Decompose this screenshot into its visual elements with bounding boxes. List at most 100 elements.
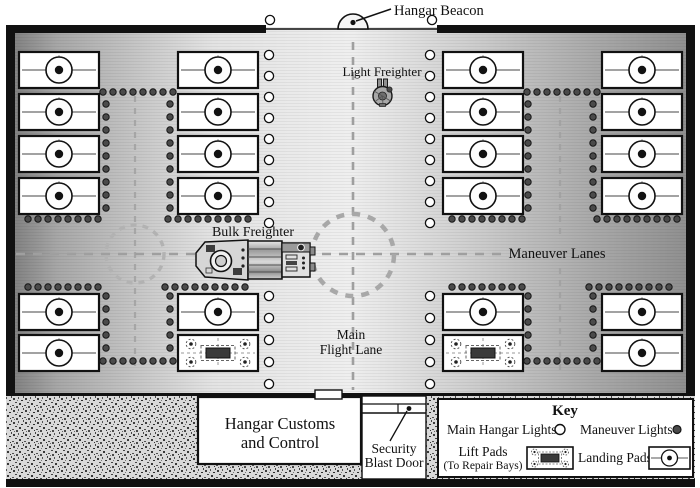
main-hangar-light xyxy=(263,91,275,103)
security-label-line1: Security xyxy=(372,441,417,456)
maneuver-light xyxy=(498,215,506,223)
maneuver-light xyxy=(524,126,532,134)
main-hangar-light xyxy=(263,334,275,346)
maneuver-light xyxy=(102,126,110,134)
security-corridor: Security Blast Door xyxy=(361,395,427,480)
maneuver-light xyxy=(663,215,671,223)
main-hangar-light xyxy=(424,217,436,229)
main-hangar-light xyxy=(263,312,275,324)
landing-pad xyxy=(176,92,260,132)
maneuver-light xyxy=(524,331,532,339)
maneuver-light xyxy=(635,283,643,291)
maneuver-light xyxy=(99,357,107,365)
maneuver-light xyxy=(589,331,597,339)
customs-door xyxy=(314,389,343,400)
maneuver-light xyxy=(44,215,52,223)
main-hangar-light xyxy=(426,14,438,26)
maneuver-light xyxy=(166,331,174,339)
maneuver-light xyxy=(524,100,532,108)
maneuver-light xyxy=(102,318,110,326)
hangar-beacon-group: Hangar Beacon xyxy=(337,3,485,30)
main-hangar-light xyxy=(424,49,436,61)
maneuver-light xyxy=(613,215,621,223)
maneuver-light xyxy=(645,283,653,291)
landing-pad xyxy=(17,292,101,332)
landing-pad xyxy=(17,92,101,132)
maneuver-light xyxy=(129,357,137,365)
security-door-pointer xyxy=(389,410,408,442)
maneuver-light xyxy=(102,305,110,313)
maneuver-light xyxy=(524,152,532,160)
maneuver-light xyxy=(166,165,174,173)
main-hangar-light xyxy=(263,133,275,145)
landing-pad xyxy=(176,176,260,216)
main-hangar-light xyxy=(263,175,275,187)
maneuver-light xyxy=(74,215,82,223)
maneuver-light xyxy=(498,283,506,291)
landing-pad xyxy=(17,176,101,216)
bulk-freighter-icon xyxy=(195,239,316,281)
maneuver-light xyxy=(518,283,526,291)
maneuver-light xyxy=(468,215,476,223)
maneuver-light xyxy=(524,165,532,173)
maneuver-light xyxy=(201,283,209,291)
maneuver-light xyxy=(589,318,597,326)
maneuver-light xyxy=(102,178,110,186)
maneuver-light xyxy=(169,88,177,96)
maneuver-lanes-label: Maneuver Lanes xyxy=(508,246,605,262)
landing-pad xyxy=(176,134,260,174)
maneuver-light xyxy=(524,305,532,313)
maneuver-light xyxy=(543,88,551,96)
maneuver-light xyxy=(589,126,597,134)
inner-wall xyxy=(10,393,686,396)
landing-pad xyxy=(176,50,260,90)
maneuver-light xyxy=(589,178,597,186)
maneuver-light xyxy=(603,215,611,223)
main-hangar-light xyxy=(263,112,275,124)
maneuver-light xyxy=(524,139,532,147)
main-hangar-light xyxy=(424,175,436,187)
maneuver-light xyxy=(211,283,219,291)
bottom-wall xyxy=(6,479,695,487)
landing-pad xyxy=(441,176,525,216)
maneuver-light xyxy=(102,113,110,121)
key-maneuver-lights-label: Maneuver Lights xyxy=(580,422,673,437)
maneuver-light xyxy=(149,88,157,96)
landing-pad xyxy=(600,134,684,174)
main-hangar-light xyxy=(424,154,436,166)
maneuver-light xyxy=(171,283,179,291)
maneuver-light xyxy=(64,283,72,291)
maneuver-light xyxy=(166,204,174,212)
landing-pad xyxy=(600,292,684,332)
main-hangar-light xyxy=(424,133,436,145)
maneuver-light xyxy=(102,100,110,108)
maneuver-light xyxy=(458,283,466,291)
maneuver-light xyxy=(523,357,531,365)
maneuver-light xyxy=(139,357,147,365)
maneuver-light xyxy=(488,283,496,291)
maneuver-light xyxy=(159,88,167,96)
maneuver-light xyxy=(593,215,601,223)
lift-pad xyxy=(441,333,525,373)
maneuver-light xyxy=(102,191,110,199)
maneuver-light xyxy=(589,139,597,147)
maneuver-light xyxy=(458,215,466,223)
key-lift-pads-sublabel: (To Repair Bays) xyxy=(443,460,522,472)
maneuver-light xyxy=(625,283,633,291)
light-freighter-label: Light Freighter xyxy=(342,64,422,79)
maneuver-light xyxy=(119,357,127,365)
maneuver-light xyxy=(448,215,456,223)
maneuver-light xyxy=(524,191,532,199)
main-hangar-light xyxy=(424,378,436,390)
left-wall xyxy=(6,25,15,479)
maneuver-light xyxy=(623,215,631,223)
main-hangar-light xyxy=(263,49,275,61)
maneuver-light xyxy=(524,292,532,300)
landing-pad xyxy=(17,50,101,90)
maneuver-light xyxy=(589,191,597,199)
maneuver-light xyxy=(633,215,641,223)
maneuver-light xyxy=(64,215,72,223)
maneuver-light xyxy=(102,204,110,212)
maneuver-light xyxy=(553,357,561,365)
